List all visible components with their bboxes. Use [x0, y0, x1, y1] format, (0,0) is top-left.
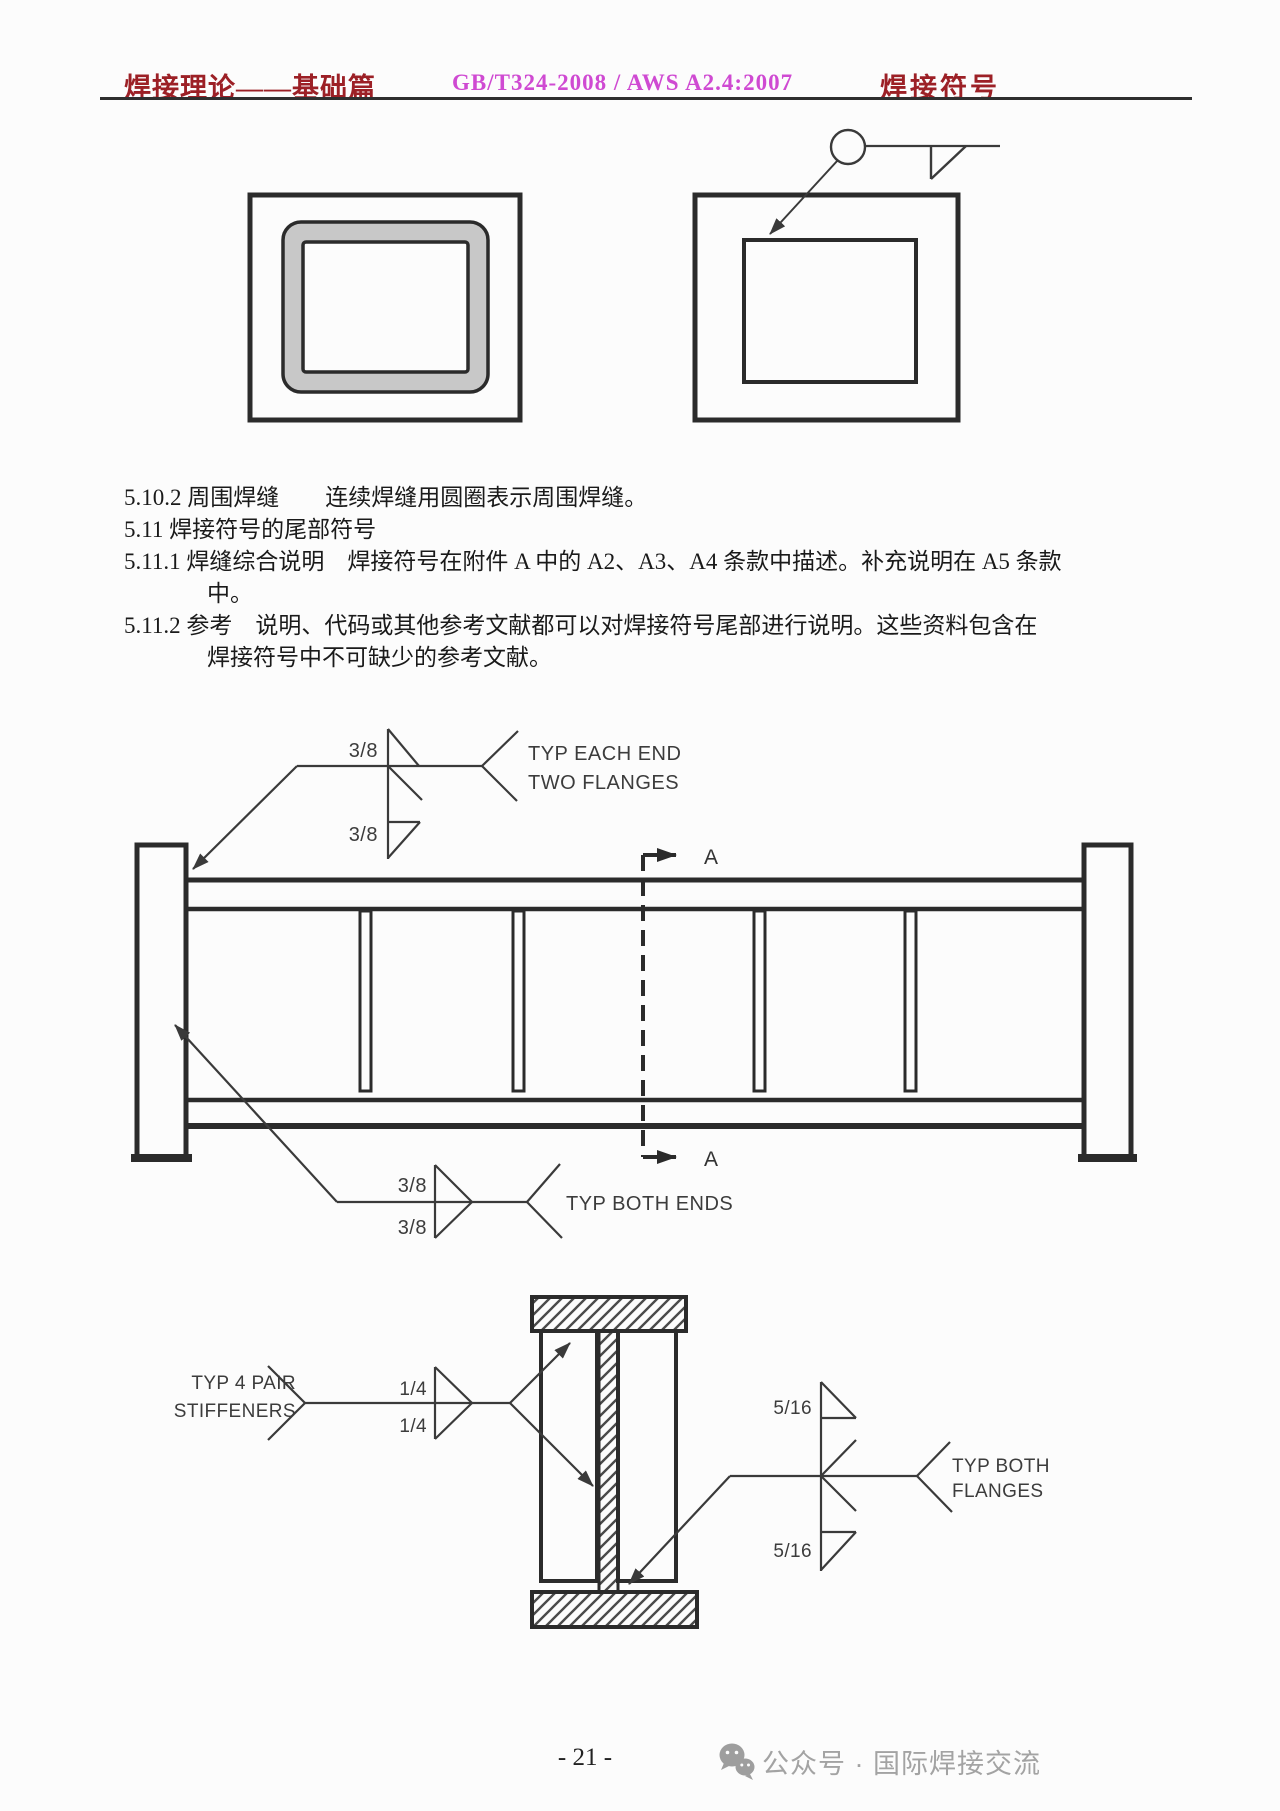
fillet-upper-hyp [820, 1381, 857, 1419]
stiffener-4 [903, 909, 918, 1093]
tube-opening [301, 240, 470, 374]
double-fillet-hyp-above-left [434, 1366, 473, 1404]
beam-elevation-diagram: A A [131, 842, 1137, 1171]
paragraph-5-10-2: 5.10.2 周围焊缝 连续焊缝用圆圈表示周围焊缝。 [124, 485, 648, 510]
tail-fork-lower-bottom [526, 1201, 563, 1239]
weld-size-left-lower: 1/4 [399, 1416, 427, 1437]
weld-size-bottom-upper: 3/8 [398, 1175, 427, 1197]
tail-fork-right-upper [916, 1441, 951, 1477]
cross-section-diagram [530, 1295, 699, 1629]
section-weld-symbol-left: 1/4 1/4 TYP 4 PAIR STIFFENERS [174, 1342, 594, 1487]
tail-fork-upper-bottom [526, 1163, 561, 1203]
double-fillet-hyp-above [434, 1164, 473, 1203]
weld-size-right-upper: 5/16 [773, 1398, 812, 1419]
leader-arrow-section-right [628, 1475, 731, 1585]
header-standard-ref: GB/T324-2008 / AWS A2.4:2007 [452, 70, 794, 95]
paragraph-5-11-1: 5.11.1 焊缝综合说明 焊接符号在附件 A 中的 A2、A3、A4 条款中描… [124, 549, 1062, 574]
leader-arrow-beam-bottom [174, 1024, 338, 1203]
tail-note-left-line2: STIFFENERS [174, 1401, 296, 1422]
tail-fork-upper [481, 730, 519, 767]
bottom-flange-section [530, 1590, 699, 1629]
weld-size-right-lower: 5/16 [773, 1541, 812, 1562]
tail-note-top-line2: TWO FLANGES [528, 772, 679, 794]
beam-weld-symbol-top: 3/8 3/8 TYP EACH END TWO FLANGES [192, 728, 681, 870]
section-label-top: A [704, 846, 718, 869]
fillet2-hyp [387, 821, 421, 859]
weld-size-top-upper: 3/8 [349, 740, 378, 762]
paragraph-5-11-2-cont: 焊接符号中不可缺少的参考文献。 [207, 645, 552, 670]
paragraph-5-11: 5.11 焊接符号的尾部符号 [124, 517, 377, 542]
stiffener-2 [511, 909, 526, 1093]
tail-note-right-line1: TYP BOTH [952, 1456, 1050, 1477]
top-flange-section [530, 1295, 688, 1333]
tail-fork-left-lower [267, 1402, 306, 1441]
stiffener-plate-left [539, 1329, 599, 1583]
web-plate [597, 1329, 620, 1594]
paragraph-5-11-2: 5.11.2 参考 说明、代码或其他参考文献都可以对焊接符号尾部进行说明。这些资… [124, 613, 1038, 638]
header-rule [100, 97, 1192, 100]
leader-arrow-beam-top [192, 765, 298, 870]
leader-arrow-up [509, 1342, 571, 1404]
fillet-hyp-below [387, 765, 423, 801]
page-number: - 21 - [557, 1744, 613, 1771]
double-fillet-hyp-below-left [434, 1402, 473, 1440]
fillet-lower-hyp [820, 1531, 857, 1571]
weld-size-bottom-lower: 3/8 [398, 1217, 427, 1239]
fillet-symbol-hypotenuse [930, 145, 967, 180]
tail-note-right-line2: FLANGES [952, 1481, 1044, 1502]
weld-all-around-circle-icon [829, 128, 867, 166]
stiffener-1 [358, 909, 373, 1093]
section-weld-symbol-right: 5/16 5/16 TYP BOTH FLANGES [628, 1381, 1050, 1585]
double-fillet-hyp-below [434, 1201, 473, 1239]
tail-note-left-line1: TYP 4 PAIR [191, 1373, 296, 1394]
wechat-icon [719, 1743, 755, 1780]
wechat-account-label: 公众号 · 国际焊接交流 [762, 1749, 1041, 1779]
stiffener-3 [752, 909, 767, 1093]
tail-fork-left-upper [267, 1365, 306, 1404]
section-label-bottom: A [704, 1148, 718, 1171]
tail-note-top-line1: TYP EACH END [528, 743, 681, 765]
left-column [134, 842, 189, 1161]
stiffener-plate-right [616, 1329, 678, 1583]
outer-plate-left [247, 192, 523, 423]
paragraph-5-11-1-cont: 中。 [207, 581, 253, 606]
leader-arrow-top-right [769, 159, 839, 235]
right-column [1081, 842, 1134, 1161]
weld-size-top-lower: 3/8 [349, 824, 378, 846]
fillet-mid-hyp-below [820, 1475, 857, 1512]
beam-weld-symbol-bottom: 3/8 3/8 TYP BOTH ENDS [174, 1024, 733, 1239]
fillet-mid-hyp-above [820, 1439, 857, 1477]
fillet-hyp-above [387, 728, 420, 767]
outer-plate-right [692, 192, 961, 423]
weld-all-around-example-left [247, 192, 523, 423]
tail-note-bottom: TYP BOTH ENDS [566, 1193, 733, 1215]
weld-size-left-upper: 1/4 [399, 1379, 427, 1400]
inner-plate-right [742, 238, 918, 384]
tail-fork-lower [481, 765, 518, 802]
weld-all-around-example-right [692, 128, 1000, 423]
leader-arrow-down [509, 1402, 594, 1487]
tail-fork-right-lower [916, 1475, 953, 1513]
